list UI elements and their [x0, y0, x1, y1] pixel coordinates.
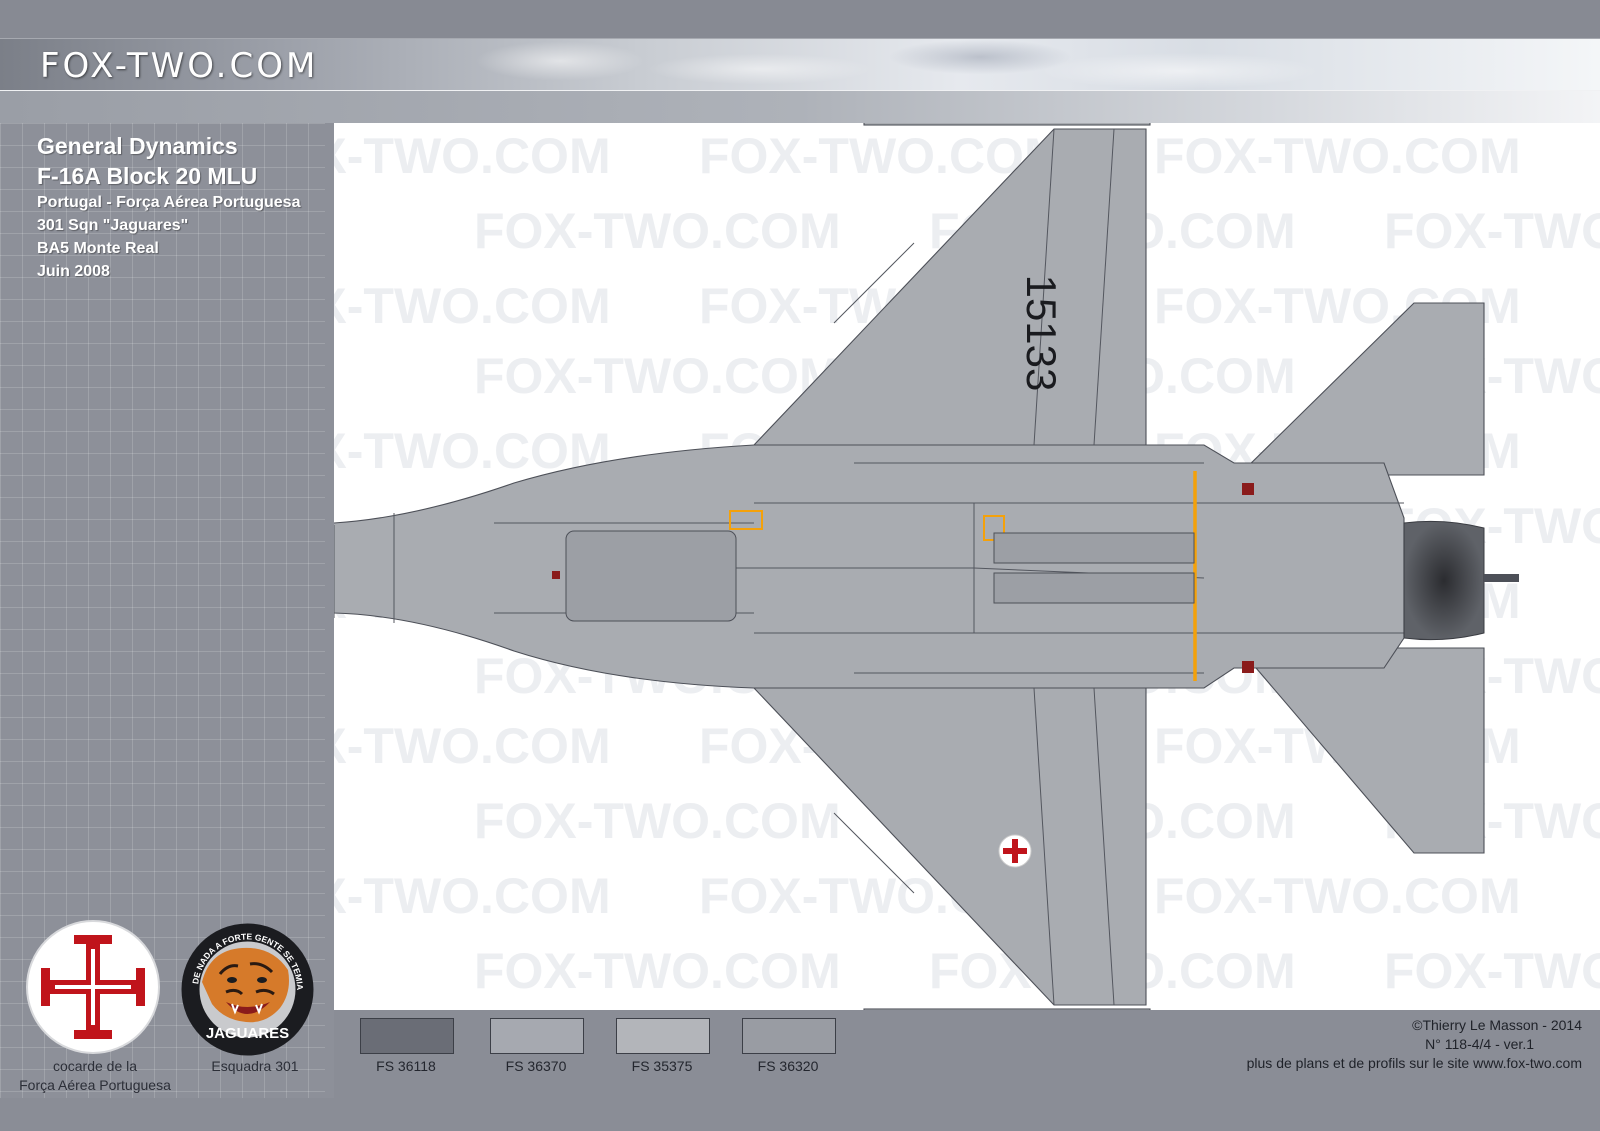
date-text: Juin 2008: [37, 263, 110, 280]
watermark-text: FOX-TWO.COM: [1154, 868, 1521, 924]
engine-nozzle: [1403, 520, 1519, 641]
color-swatch-label: FS 35375: [631, 1058, 693, 1074]
right-stabilizer: [1237, 647, 1485, 854]
warning-markers: [552, 483, 1254, 673]
left-wingtip-rail: [863, 123, 1151, 126]
watermark-text: FOX-TWO.COM: [474, 203, 841, 259]
site-logo[interactable]: FOX-TWO.COM: [40, 46, 319, 86]
color-swatch: [360, 1018, 454, 1054]
color-swatch-label: FS 36370: [505, 1058, 567, 1074]
watermark-text: FOX-TWO.COM: [334, 868, 611, 924]
base-text: BA5 Monte Real: [37, 240, 159, 257]
watermark-text: FOX-TWO.COM: [474, 943, 841, 999]
serial-number: 15133: [1018, 275, 1065, 392]
watermark-text: FOX-TWO.COM: [334, 128, 611, 184]
watermark-text: FOX-TWO.COM: [1154, 128, 1521, 184]
cocarde-caption-line2: Força Aérea Portuguesa: [19, 1077, 171, 1093]
bottom-strip: [0, 1098, 1600, 1131]
intake-details: [565, 530, 1195, 622]
watermark-text: FOX-TWO.COM: [1384, 203, 1600, 259]
sidebar-edge: [325, 123, 334, 1098]
fuselage: [334, 444, 1405, 689]
copyright-text: ©Thierry Le Masson - 2014: [1412, 1017, 1582, 1033]
right-wingtip-rail: [863, 1008, 1151, 1010]
footer-bar: FS 36118 FS 36370 FS 35375 FS 36320 ©Thierr…: [334, 1010, 1600, 1098]
left-stabilizer: [1237, 302, 1485, 476]
info-sidebar: General Dynamics F-16A Block 20 MLU Port…: [0, 123, 334, 1098]
header-banner: FOX-TWO.COM: [0, 38, 1600, 92]
patch-name-label: JAGUARES: [206, 1025, 289, 1042]
watermark-text: FOX-TWO.COM: [334, 278, 611, 334]
color-swatch-label: FS 36118: [376, 1058, 436, 1074]
watermark-text: FOX-TWO.COM: [474, 348, 841, 404]
model-title: F-16A Block 20 MLU: [37, 163, 258, 189]
airframe: [334, 123, 1485, 1010]
wing-roundel: [998, 834, 1032, 868]
color-swatch: [616, 1018, 710, 1054]
watermark-text: FOX-TWO.COM: [334, 718, 611, 774]
watermark-text: FOX-TWO.COM: [699, 128, 1066, 184]
watermark-text: FOX-TWO.COM: [1384, 943, 1600, 999]
right-wing: [752, 682, 1147, 1006]
aircraft-drawing-area: FOX-TWO.COM FOX-TWO.COM FOX-TWO.COM FOX-TWO…: [334, 123, 1600, 1010]
color-swatch: [490, 1018, 584, 1054]
cocarde-caption: cocarde de la Força Aérea Portuguesa: [0, 1057, 190, 1095]
watermark-text: FOX-TWO.COM: [474, 793, 841, 849]
left-wing: [752, 128, 1147, 454]
credits-block: ©Thierry Le Masson - 2014 N° 118-4/4 - v…: [1247, 1016, 1582, 1073]
operator-text: Portugal - Força Aérea Portuguesa: [37, 194, 301, 211]
cocarde-caption-line1: cocarde de la: [52, 1058, 138, 1074]
f16-top-view: 15133: [334, 123, 1519, 1010]
squadron-patch: JAGUARES DE NADA A FORTE GENTE SE TEMIA: [181, 923, 314, 1056]
squadron-caption: Esquadra 301: [211, 1058, 299, 1074]
color-swatch: [742, 1018, 836, 1054]
top-strip: [0, 0, 1600, 38]
cocarde-insignia: [26, 920, 160, 1054]
manufacturer-title: General Dynamics: [37, 133, 238, 159]
drawing-number: N° 118-4/4 - ver.1: [1425, 1036, 1534, 1052]
squadron-text: 301 Sqn "Jaguares": [37, 217, 189, 234]
orange-stripes: [729, 471, 1197, 681]
color-swatch-label: FS 36320: [757, 1058, 819, 1074]
header-subbar: [0, 91, 1600, 123]
site-note: plus de plans et de profils sur le site …: [1246, 1055, 1582, 1071]
